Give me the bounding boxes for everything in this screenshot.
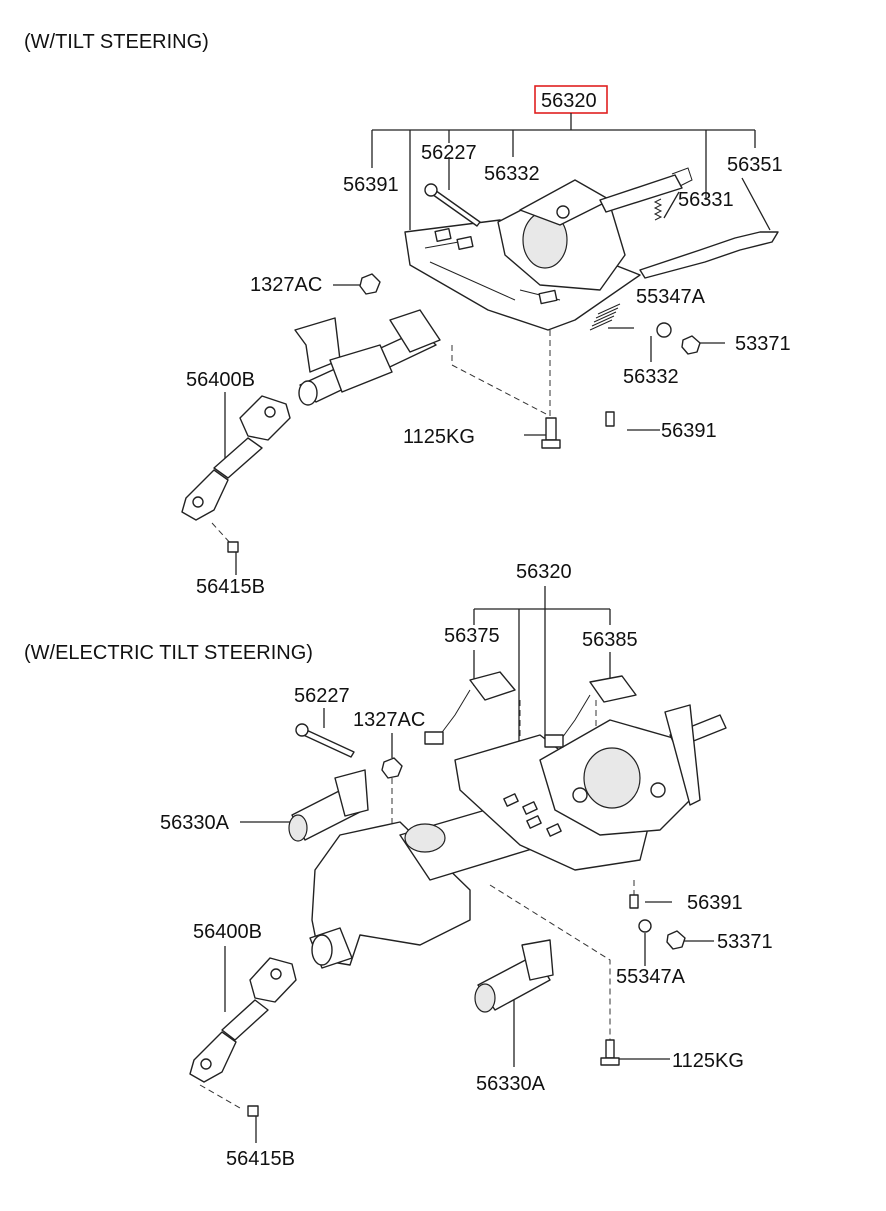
electric-label-56375[interactable]: 56375 — [444, 625, 500, 647]
electric-label-1327ac[interactable]: 1327AC — [353, 709, 425, 731]
tilt-label-56331[interactable]: 56331 — [678, 189, 734, 211]
tilt-label-55347a[interactable]: 55347A — [636, 286, 706, 308]
tilt-label-1125kg[interactable]: 1125KG — [403, 426, 475, 448]
electric-label-56385[interactable]: 56385 — [582, 629, 638, 651]
electric-label-56227[interactable]: 56227 — [294, 685, 350, 707]
tilt-section-title: (W/TILT STEERING) — [24, 31, 209, 53]
electric-label-56391[interactable]: 56391 — [687, 892, 743, 914]
tilt-assembly-label[interactable]: 56320 — [541, 90, 597, 112]
tilt-leader-lines — [224, 157, 771, 575]
electric-section-title: (W/ELECTRIC TILT STEERING) — [24, 642, 313, 664]
electric-label-53371[interactable]: 53371 — [717, 931, 773, 953]
tilt-label-56391-bottom[interactable]: 56391 — [661, 420, 717, 442]
tilt-label-56351[interactable]: 56351 — [727, 154, 783, 176]
tilt-label-56391-top[interactable]: 56391 — [343, 174, 399, 196]
electric-assembly-bracket — [473, 586, 611, 792]
electric-tilt-steering-section: (W/ELECTRIC TILT STEERING) 56320 56375 5… — [24, 561, 773, 1170]
tilt-label-56332-bottom[interactable]: 56332 — [623, 366, 679, 388]
electric-label-56330a-lower[interactable]: 56330A — [476, 1073, 546, 1095]
tilt-label-56332-top[interactable]: 56332 — [484, 163, 540, 185]
tilt-label-53371[interactable]: 53371 — [735, 333, 791, 355]
tilt-assembly-bracket — [371, 113, 756, 230]
tilt-label-56400b[interactable]: 56400B — [186, 369, 255, 391]
tilt-label-1327ac[interactable]: 1327AC — [250, 274, 322, 296]
electric-label-1125kg[interactable]: 1125KG — [672, 1050, 744, 1072]
electric-label-56415b[interactable]: 56415B — [226, 1148, 295, 1170]
electric-leader-lines — [224, 650, 714, 1143]
tilt-label-56227[interactable]: 56227 — [421, 142, 477, 164]
electric-label-56400b[interactable]: 56400B — [193, 921, 262, 943]
electric-column-illustration — [189, 671, 727, 1117]
tilt-label-56415b[interactable]: 56415B — [196, 576, 265, 598]
electric-assembly-label[interactable]: 56320 — [516, 561, 572, 583]
tilt-steering-section: (W/TILT STEERING) 56320 56391 56227 5633… — [24, 31, 791, 598]
electric-label-56330a-upper[interactable]: 56330A — [160, 812, 230, 834]
electric-label-55347a[interactable]: 55347A — [616, 966, 686, 988]
tilt-column-illustration — [181, 167, 779, 553]
